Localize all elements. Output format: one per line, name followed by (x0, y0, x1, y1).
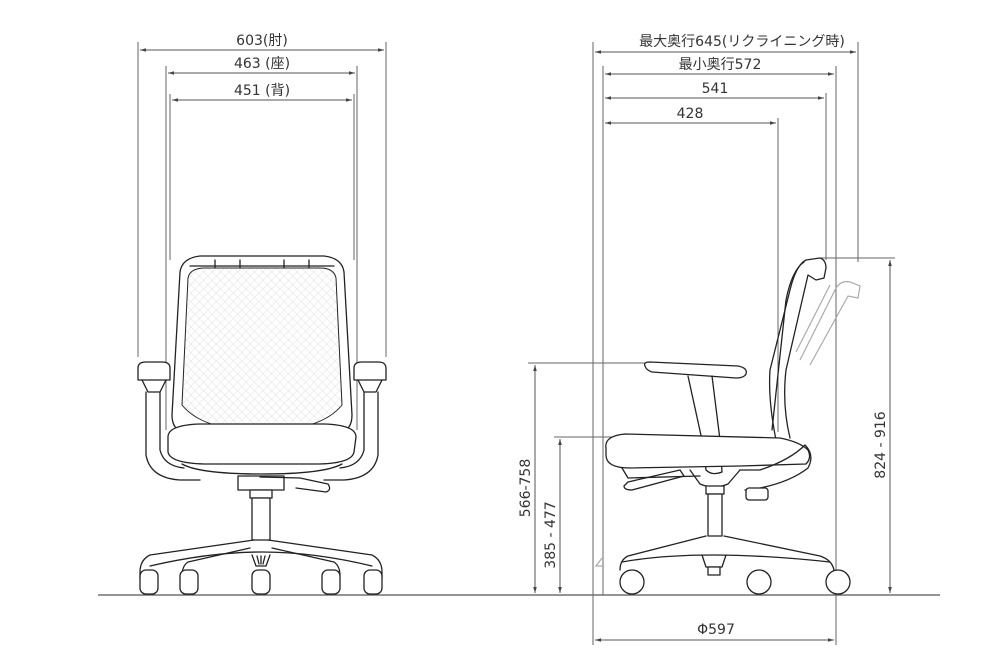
overall-height-label: 824 - 916 (873, 411, 889, 478)
armrest-width-label: 603(肘) (236, 33, 288, 49)
dim-541-label: 541 (702, 81, 729, 97)
back-width-label: 451 (背) (234, 83, 290, 99)
chair-front-drawing (137, 255, 387, 595)
dim-428-label: 428 (677, 106, 704, 122)
max-depth-label: 最大奥行645(リクライニング時) (639, 33, 845, 50)
seat-height-label: 385 - 477 (543, 501, 559, 568)
side-casters (619, 569, 851, 595)
chair-side-drawing (594, 257, 861, 595)
base-diameter-label: Φ597 (697, 622, 735, 638)
seat-width-label: 463 (座) (234, 56, 290, 72)
front-view: 603(肘) 463 (座) 451 (背) (137, 33, 387, 595)
arm-height-label: 566-758 (518, 459, 534, 518)
min-depth-label: 最小奥行572 (679, 56, 762, 73)
front-casters (139, 569, 383, 595)
side-view: 最大奥行645(リクライニング時) 最小奥行572 541 428 566-75… (518, 33, 895, 645)
